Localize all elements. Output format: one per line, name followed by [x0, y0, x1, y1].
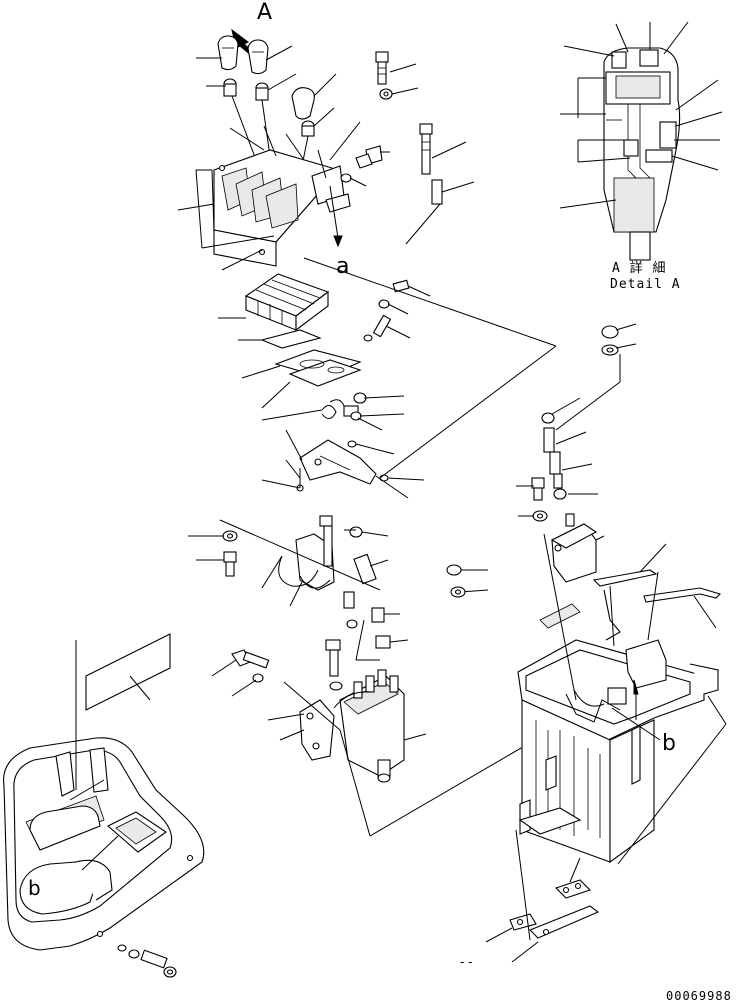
detail-a-title-en: Detail A [610, 277, 681, 292]
bellows-pad [244, 273, 330, 332]
upper-valve-linkage [278, 515, 391, 649]
valve-bolts [231, 639, 343, 691]
floor-label-b: b [28, 876, 41, 900]
leaders-middle [218, 257, 557, 499]
rods-right [592, 569, 722, 603]
pilot-valve-body [299, 669, 405, 783]
linkage-bracket [296, 439, 377, 492]
arrow-label-a: a [336, 254, 350, 279]
dash-marks: - - [460, 955, 473, 969]
gasket-plates [260, 329, 362, 387]
arrow-a-to-plate [329, 185, 343, 248]
linkage-spring [321, 399, 345, 419]
floor-console [2, 640, 205, 951]
decal-label [85, 633, 171, 711]
drawing-number: 00069988 [666, 989, 732, 1003]
leaders-valve [188, 519, 553, 837]
lever-boot-cover [213, 149, 333, 267]
lever-knobs [217, 35, 315, 137]
pins-and-bolts-mid [343, 279, 410, 482]
right-upper-parts [531, 325, 619, 522]
mounting-brackets [509, 879, 600, 939]
control-stand-frame [517, 589, 719, 864]
detail-a-leader-lines [559, 21, 723, 209]
left-washer-bolt [222, 530, 238, 577]
detail-a-lever-grip [603, 47, 681, 261]
view-a-callout: A [257, 0, 273, 25]
console-bolt-set [117, 944, 177, 978]
leaders-right [485, 323, 727, 963]
leaders-top-left [177, 45, 475, 271]
detail-a-title-jp: A 詳 細 [612, 261, 667, 276]
nuts-center [446, 564, 466, 598]
arrow-label-b: b [662, 731, 676, 756]
limit-switch [550, 513, 598, 583]
